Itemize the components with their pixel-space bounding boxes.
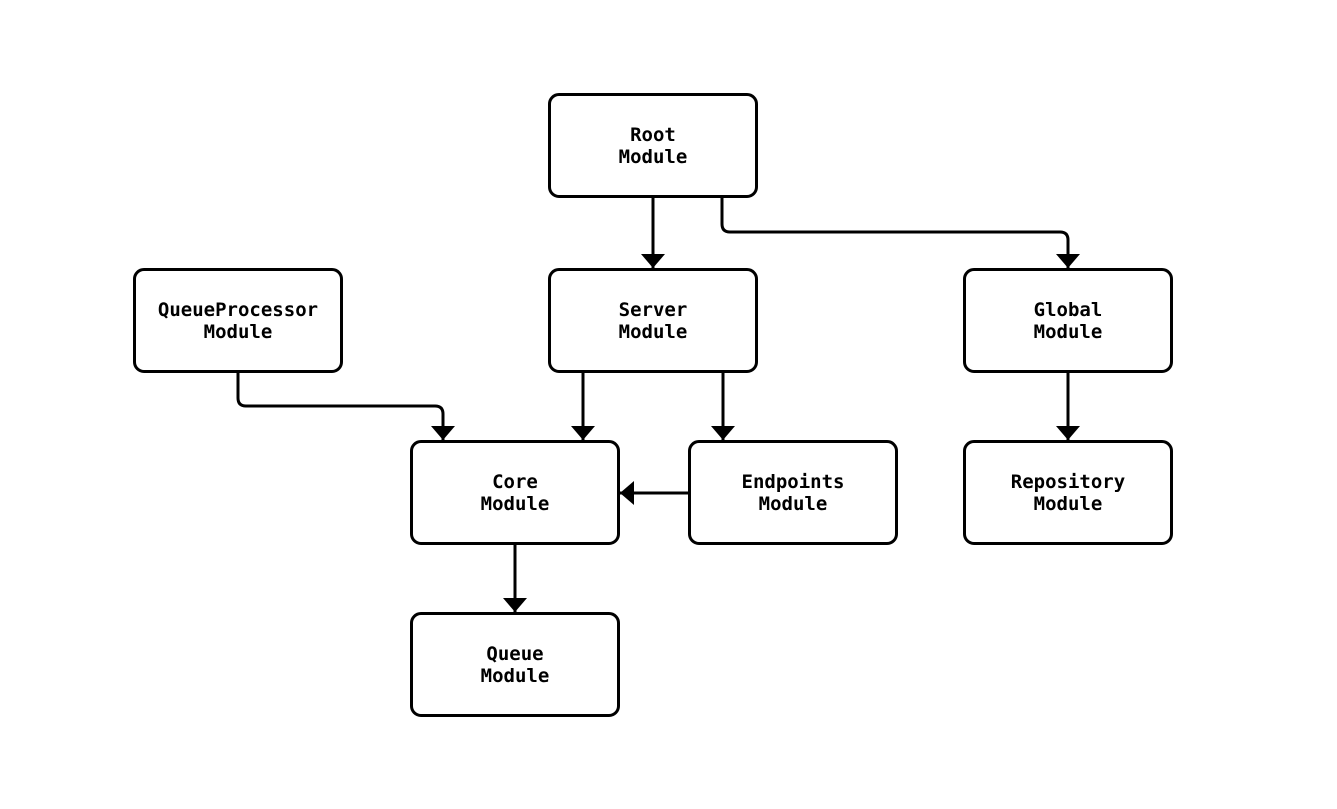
node-repository-module-label: Repository Module <box>1010 470 1126 515</box>
node-global-module: Global Module <box>963 268 1173 373</box>
node-queueprocessor-module: QueueProcessor Module <box>133 268 343 373</box>
node-global-module-label: Global Module <box>1033 298 1103 343</box>
node-core-module-label: Core Module <box>480 470 550 515</box>
node-queue-module-label: Queue Module <box>480 642 550 687</box>
node-queue-module: Queue Module <box>410 612 620 717</box>
node-root-module: Root Module <box>548 93 758 198</box>
node-endpoints-module: Endpoints Module <box>688 440 898 545</box>
edge-root-to-global <box>720 198 1080 268</box>
node-queueprocessor-module-label: QueueProcessor Module <box>157 298 319 343</box>
node-server-module-label: Server Module <box>618 298 688 343</box>
node-endpoints-module-label: Endpoints Module <box>741 470 845 515</box>
node-server-module: Server Module <box>548 268 758 373</box>
node-root-module-label: Root Module <box>618 123 688 168</box>
edge-queueprocessor-to-core <box>236 373 455 440</box>
node-core-module: Core Module <box>410 440 620 545</box>
node-repository-module: Repository Module <box>963 440 1173 545</box>
